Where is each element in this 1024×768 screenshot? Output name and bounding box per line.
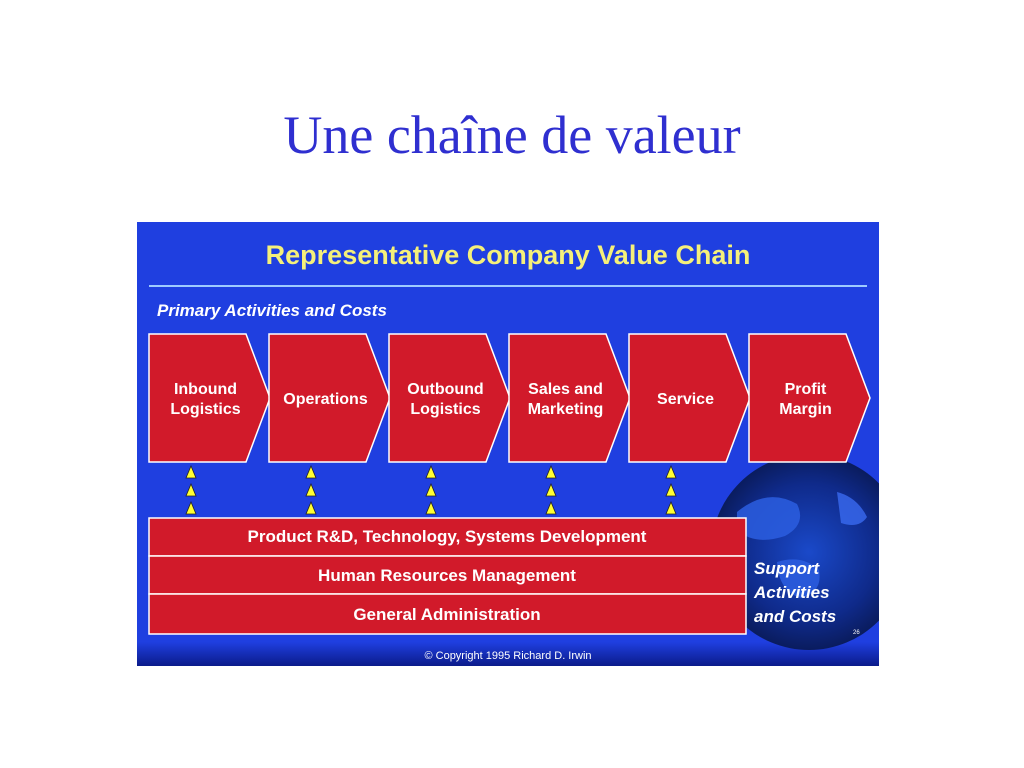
connector-arrow-icon (425, 500, 437, 515)
connector-arrow-icon (545, 482, 557, 497)
activity-label-line-2: Logistics (170, 401, 240, 418)
support-bar-rnd (148, 517, 747, 557)
activity-label-line-1: Profit (785, 381, 827, 398)
support-label-line-1: Support (754, 559, 820, 578)
connector-arrow-icon (425, 464, 437, 479)
support-label-line-3: and Costs (754, 607, 836, 626)
support-label-rnd: Product R&D, Technology, Systems Develop… (248, 527, 647, 546)
connector-arrow-icon (185, 464, 197, 479)
connector-arrow-icon (185, 500, 197, 515)
connector-arrows-4 (545, 464, 557, 515)
connector-arrow-icon (665, 482, 677, 497)
activity-chevron (508, 333, 631, 463)
connector-arrow-icon (545, 464, 557, 479)
support-label-hr: Human Resources Management (318, 566, 576, 585)
connector-arrow-icon (545, 500, 557, 515)
globe-icon (711, 454, 879, 650)
activity-label-line-2: Logistics (410, 401, 480, 418)
slide-title: Une chaîne de valeur (283, 105, 741, 165)
connector-arrow-icon (305, 464, 317, 479)
connector-arrow-icon (185, 482, 197, 497)
activity-chevron (388, 333, 511, 463)
activity-label-line-1: Operations (283, 391, 368, 408)
diagram-heading: Representative Company Value Chain (266, 240, 751, 270)
connectors (185, 464, 677, 515)
activity-chevron (268, 333, 391, 463)
copyright-text: © Copyright 1995 Richard D. Irwin (424, 650, 591, 662)
connector-arrow-icon (665, 500, 677, 515)
connector-arrow-icon (425, 482, 437, 497)
support-label-line-2: Activities (753, 583, 830, 602)
primary-activities-label: Primary Activities and Costs (157, 301, 387, 320)
activity-chevron (628, 333, 751, 463)
page-mark: 26 (853, 630, 860, 636)
activity-label-line-1: Sales and (528, 381, 603, 398)
activity-label-line-1: Inbound (174, 381, 237, 398)
connector-arrow-icon (305, 500, 317, 515)
support-activities: Product R&D, Technology, Systems Develop… (148, 517, 747, 635)
activity-label-line-1: Service (657, 391, 714, 408)
primary-activity-2: Operations (268, 333, 391, 463)
footer-band (137, 642, 879, 666)
connector-arrows-3 (425, 464, 437, 515)
activity-chevron (748, 333, 871, 463)
support-activities-label: Support Activities and Costs (753, 559, 836, 626)
activity-label-line-2: Margin (779, 401, 831, 418)
connector-arrows-1 (185, 464, 197, 515)
primary-activity-5: Service (628, 333, 751, 463)
connector-arrows-2 (305, 464, 317, 515)
support-bar-admin (148, 593, 747, 635)
support-bar-hr (148, 555, 747, 595)
connector-arrows-5 (665, 464, 677, 515)
activity-label-line-1: Outbound (407, 381, 483, 398)
connector-arrow-icon (305, 482, 317, 497)
activity-label-line-2: Marketing (528, 401, 604, 418)
connector-arrow-icon (665, 464, 677, 479)
support-label-admin: General Administration (353, 605, 540, 624)
value-chain-diagram: Representative Company Value Chain Prima… (137, 222, 879, 666)
activity-chevron (148, 333, 271, 463)
